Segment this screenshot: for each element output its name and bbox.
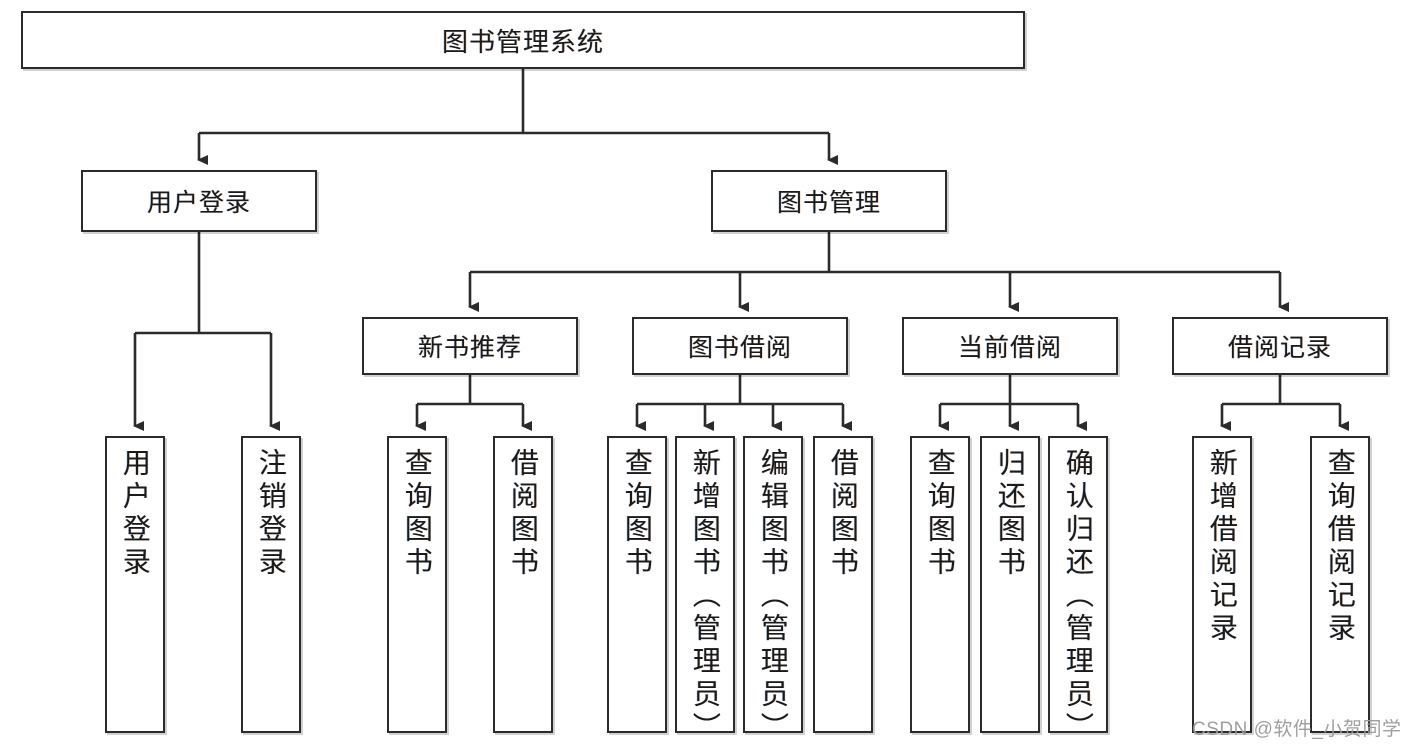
node-leaf-edit-book[interactable]: 编辑图书（管理员） <box>743 436 803 745</box>
node-leaf-borrow-book-1[interactable]: 借阅图书 <box>493 436 553 733</box>
node-current-borrow[interactable]: 当前借阅 <box>902 317 1118 375</box>
node-leaf-add-book[interactable]: 新增图书（管理员） <box>675 436 735 745</box>
node-label: 查询图书 <box>401 448 433 580</box>
node-label: 新书推荐 <box>417 334 522 362</box>
node-new-book-recommend[interactable]: 新书推荐 <box>362 317 578 375</box>
node-leaf-query-record[interactable]: 查询借阅记录 <box>1310 436 1370 733</box>
node-leaf-query-book-1[interactable]: 查询图书 <box>387 436 447 733</box>
node-book-borrow[interactable]: 图书借阅 <box>632 317 848 375</box>
node-leaf-user-login[interactable]: 用户登录 <box>105 436 165 733</box>
node-leaf-borrow-book-2[interactable]: 借阅图书 <box>813 436 873 733</box>
node-leaf-query-book-3[interactable]: 查询图书 <box>910 436 970 733</box>
node-label: 查询图书 <box>924 448 956 580</box>
node-borrow-record[interactable]: 借阅记录 <box>1172 317 1388 375</box>
node-leaf-return-book[interactable]: 归还图书 <box>980 436 1040 733</box>
node-label: 借阅图书 <box>507 448 539 580</box>
node-label: 查询借阅记录 <box>1324 448 1356 646</box>
node-leaf-confirm-return[interactable]: 确认归还（管理员） <box>1048 436 1108 745</box>
node-label: 图书管理 <box>776 189 881 217</box>
node-label: 借阅图书 <box>827 448 859 580</box>
node-label: 归还图书 <box>994 448 1026 580</box>
node-label: 借阅记录 <box>1227 334 1332 362</box>
watermark-text: CSDN @软件_小贺同学 <box>1192 719 1402 740</box>
node-leaf-add-record[interactable]: 新增借阅记录 <box>1192 436 1252 733</box>
node-root-book-management-system[interactable]: 图书管理系统 <box>21 11 1025 69</box>
node-label: 新增图书（管理员） <box>689 448 721 745</box>
node-label: 图书借阅 <box>687 334 792 362</box>
node-label: 当前借阅 <box>957 334 1062 362</box>
node-label: 确认归还（管理员） <box>1062 448 1094 745</box>
node-label: 新增借阅记录 <box>1206 448 1238 646</box>
node-label: 用户登录 <box>146 189 251 217</box>
node-label: 图书管理系统 <box>441 26 604 57</box>
node-label: 编辑图书（管理员） <box>757 448 789 745</box>
node-book-management[interactable]: 图书管理 <box>711 170 947 232</box>
node-label: 查询图书 <box>621 448 653 580</box>
node-label: 注销登录 <box>255 448 287 580</box>
node-user-login[interactable]: 用户登录 <box>81 170 317 232</box>
node-label: 用户登录 <box>119 448 151 580</box>
node-leaf-query-book-2[interactable]: 查询图书 <box>607 436 667 733</box>
node-leaf-logout-login[interactable]: 注销登录 <box>241 436 301 733</box>
